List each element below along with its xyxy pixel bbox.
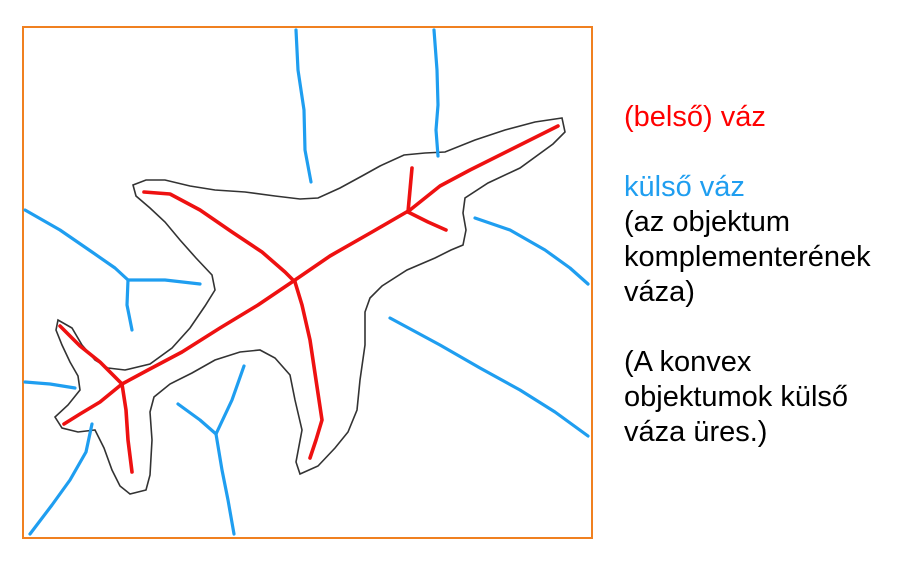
legend-outer-skeleton: külső váz: [624, 171, 745, 203]
legend-outer-desc-line-1: (az objektum: [624, 206, 791, 238]
inner-skeleton-fin: [406, 166, 414, 214]
outer-skeleton: [23, 28, 590, 536]
legend-convex-note-line-2: objektumok külső: [624, 381, 849, 413]
outer-skeleton-branch-bottom-center-up: [214, 364, 246, 436]
outer-skeleton-branch-left: [23, 208, 130, 282]
outer-skeleton-branch-bottom-center: [176, 402, 218, 436]
inner-skeleton: [58, 124, 560, 474]
outer-skeleton-branch-top-left: [294, 28, 313, 184]
outer-skeleton-branch-tail-left: [23, 380, 77, 390]
outer-skeleton-branch-right-upper: [473, 216, 590, 286]
image-frame: [22, 26, 593, 539]
legend-outer-desc-line-2: komplementerének: [624, 241, 871, 273]
legend-gap: [624, 135, 910, 170]
inner-skeleton-tail-lower: [120, 382, 134, 474]
airplane-outline: [53, 117, 566, 495]
inner-skeleton-tail-upper: [58, 324, 124, 386]
inner-skeleton-upper-wing: [142, 190, 297, 284]
outer-skeleton-branch-left-center: [126, 278, 202, 286]
legend-convex-note-line-1: (A konvex: [624, 346, 752, 378]
inner-skeleton-lower-wing: [293, 280, 324, 460]
inner-skeleton-fin-branch: [406, 210, 448, 232]
legend-convex-note-line-3: váza üres.): [624, 416, 768, 448]
outer-skeleton-branch-left-down: [125, 278, 134, 332]
legend-outer-desc-line-3: váza): [624, 276, 695, 308]
inner-skeleton-fuselage: [62, 124, 560, 426]
outer-skeleton-branch-bottom-left: [28, 422, 94, 536]
legend: (belső) váz külső váz (az objektum kompl…: [624, 100, 910, 450]
legend-gap-2: [624, 310, 910, 345]
outer-skeleton-branch-right-lower: [388, 316, 590, 438]
legend-inner-skeleton: (belső) váz: [624, 101, 766, 133]
outer-skeleton-branch-top-right: [432, 28, 440, 158]
outer-skeleton-branch-bottom-center-down: [214, 432, 236, 536]
